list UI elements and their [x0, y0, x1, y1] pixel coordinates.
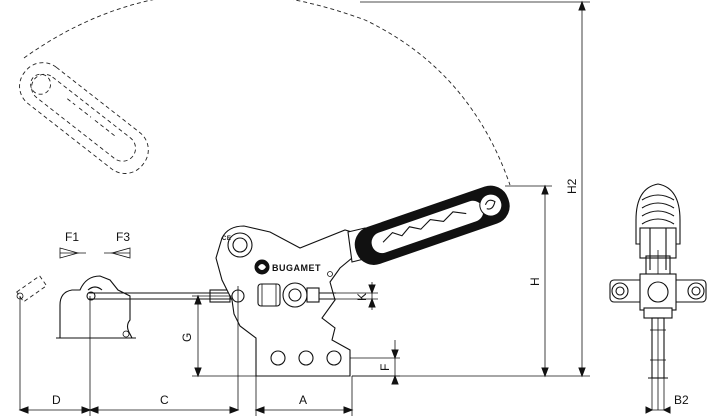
- label-h2: H2: [565, 178, 579, 194]
- brand-name: BUGAMET: [272, 263, 321, 273]
- label-f1: F1: [65, 230, 79, 244]
- label-c: C: [160, 393, 169, 407]
- label-a: A: [299, 393, 307, 407]
- force-arrow-f1: [59, 247, 86, 259]
- dimension-lines: [18, 0, 671, 416]
- handle-swing-arc: [23, 0, 511, 186]
- clamp-body: CE: [215, 225, 353, 410]
- spindle-foot: [56, 275, 136, 339]
- ghost-handle-open: [19, 62, 149, 174]
- label-g: G: [180, 333, 194, 342]
- label-d: D: [52, 393, 61, 407]
- label-f: F: [378, 364, 392, 371]
- ghost-spindle: [16, 275, 48, 410]
- brand-logo: BUGAMET: [254, 259, 321, 275]
- clamp-handle: [347, 185, 510, 265]
- adjustment-nut: [257, 282, 336, 308]
- label-f3: F3: [116, 230, 130, 244]
- force-arrow-f3: [104, 247, 131, 259]
- side-view: [609, 183, 707, 410]
- svg-text:CE: CE: [222, 236, 231, 242]
- label-b2: B2: [674, 393, 689, 407]
- label-k: K: [355, 293, 369, 301]
- label-h: H: [528, 277, 542, 286]
